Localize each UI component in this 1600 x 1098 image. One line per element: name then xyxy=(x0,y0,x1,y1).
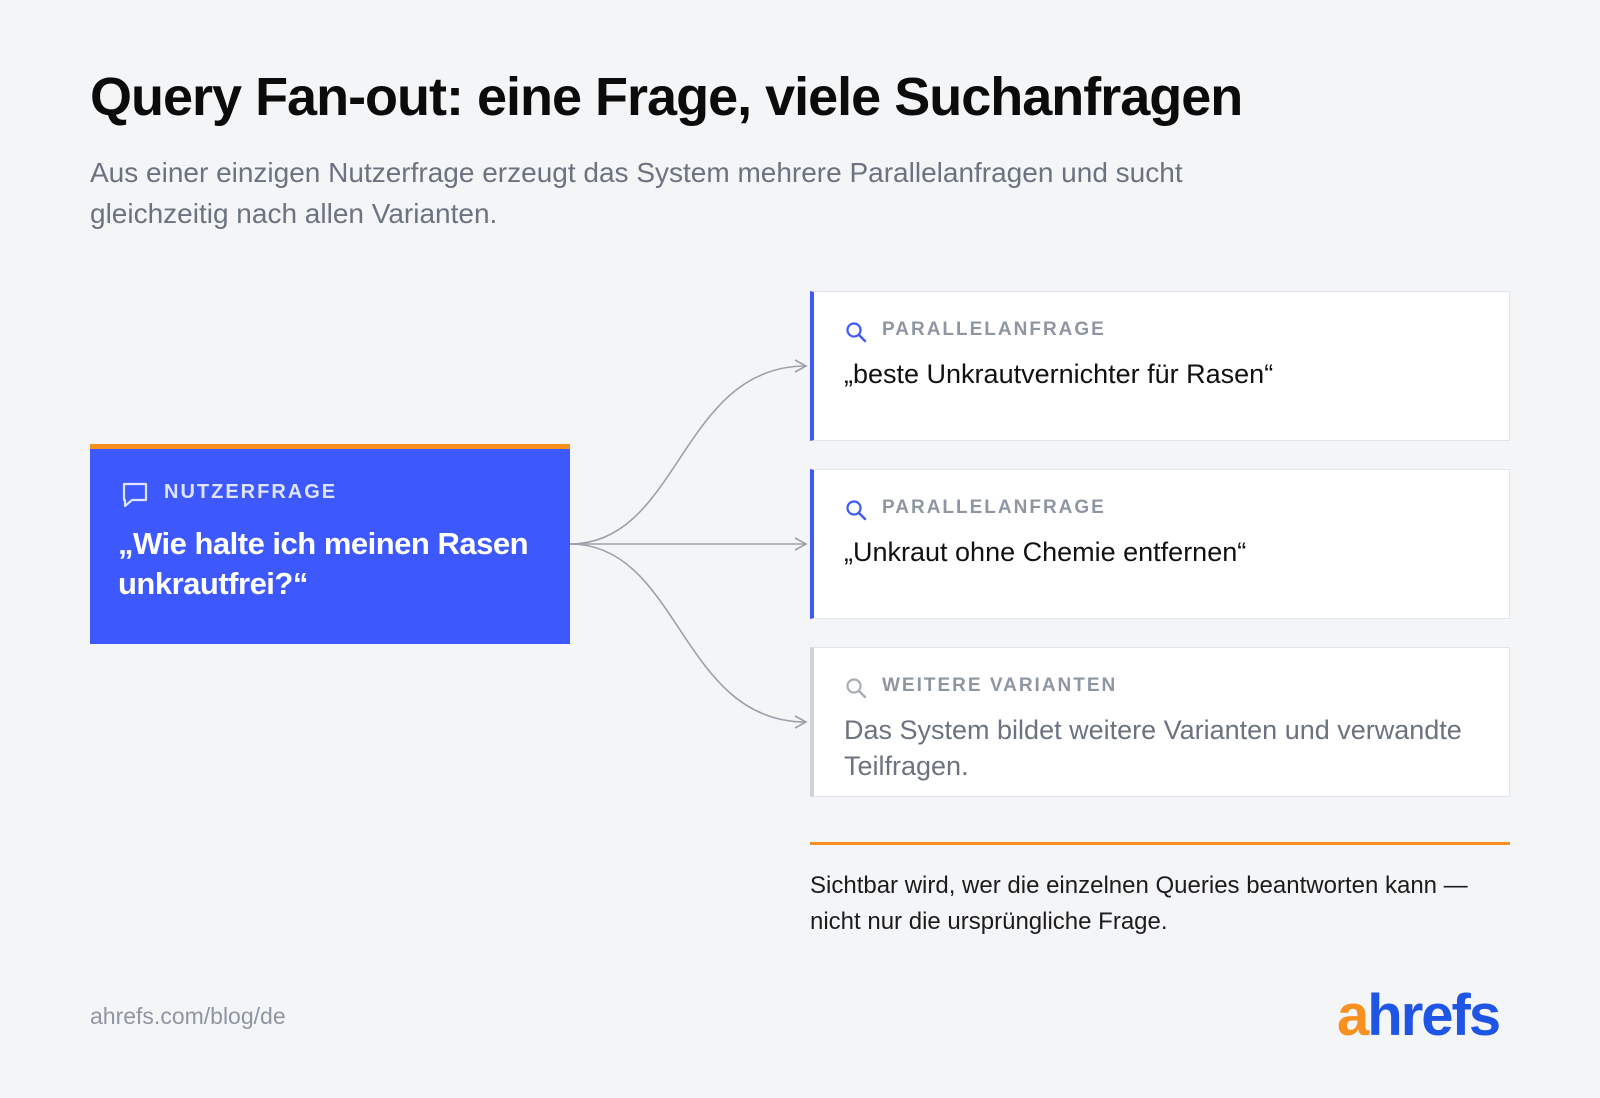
card-text: „beste Unkrautvernichter für Rasen“ xyxy=(844,359,1274,389)
note-divider xyxy=(810,842,1510,845)
page-title: Query Fan-out: eine Frage, viele Suchanf… xyxy=(90,67,1243,127)
source-url: ahrefs.com/blog/de xyxy=(90,1003,286,1029)
parallel-query-card-1: PARALLELANFRAGE „beste Unkrautvernichter… xyxy=(810,291,1510,441)
page-subtitle: Aus einer einzigen Nutzerfrage erzeugt d… xyxy=(90,157,1183,229)
user-query-box: NUTZERFRAGE „Wie halte ich meinen Rasen … xyxy=(90,444,570,644)
card-text: Das System bildet weitere Varianten und … xyxy=(844,715,1462,781)
card-label: WEITERE VARIANTEN xyxy=(882,675,1118,696)
search-icon xyxy=(846,678,867,699)
connector-arrow-1 xyxy=(569,359,808,545)
ahrefs-logo: ahrefs xyxy=(1337,983,1501,1048)
parallel-query-card-2: PARALLELANFRAGE „Unkraut ohne Chemie ent… xyxy=(810,469,1510,619)
user-query-label: NUTZERFRAGE xyxy=(164,481,338,503)
card-text: „Unkraut ohne Chemie entfernen“ xyxy=(844,537,1247,567)
chat-bubble-icon xyxy=(122,482,148,508)
further-variants-card: WEITERE VARIANTEN Das System bildet weit… xyxy=(810,647,1510,797)
connector-arrow-3 xyxy=(569,543,808,729)
user-query-text: „Wie halte ich meinen Rasen unkrautfrei?… xyxy=(118,526,529,601)
card-label: PARALLELANFRAGE xyxy=(882,497,1106,518)
summary-note: Sichtbar wird, wer die einzelnen Queries… xyxy=(810,872,1468,935)
card-label: PARALLELANFRAGE xyxy=(882,319,1106,340)
search-icon xyxy=(846,322,867,343)
search-icon xyxy=(846,500,867,521)
